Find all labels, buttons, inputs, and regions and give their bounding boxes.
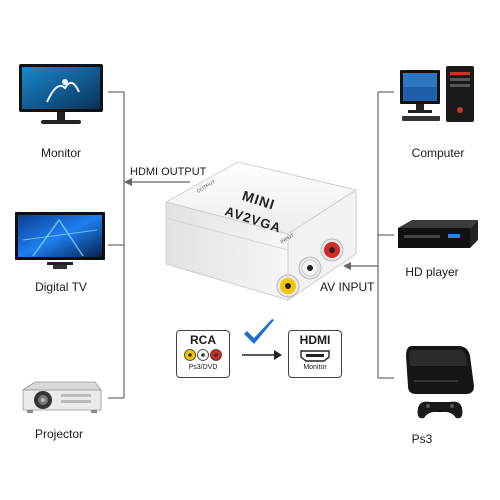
av-input-label: AV INPUT: [320, 280, 375, 294]
monitor-label: Monitor: [40, 146, 82, 160]
hdmi-title: HDMI: [299, 333, 331, 347]
projector-label: Projector: [34, 427, 84, 441]
computer-label: Computer: [411, 146, 465, 160]
projector-icon: [21, 381, 102, 413]
ps3-device: [398, 342, 482, 424]
rca-jacks: [276, 238, 344, 298]
hd-player-device: [394, 218, 480, 254]
computer-tower-icon: [400, 66, 474, 122]
hdmi-box: HDMI Monitor: [288, 330, 342, 378]
monitor-icon: [19, 64, 103, 124]
digital-tv-label: Digital TV: [35, 280, 87, 294]
hd-player-icon: [398, 220, 478, 248]
rca-box: RCA Ps3/DVD: [176, 330, 230, 378]
hdmi-output-label: HDMI OUTPUT: [130, 166, 207, 178]
rca-plugs-icon: [184, 349, 222, 361]
hd-player-label: HD player: [405, 265, 459, 279]
hdmi-sub: Monitor: [303, 364, 327, 371]
rca-title: RCA: [190, 333, 216, 347]
hdmi-port-icon: [300, 350, 330, 362]
tv-device: [13, 210, 107, 272]
projector-device: [17, 374, 105, 418]
arrow-right-icon: [242, 350, 282, 360]
rca-sub: Ps3/DVD: [188, 364, 218, 371]
ps3-label: Ps3: [411, 432, 433, 446]
converter-box: MINI AV2VGA OUTPUT INPUT: [150, 156, 380, 306]
checkmark-icon: [244, 319, 274, 344]
computer-device: [398, 62, 478, 124]
ps3-console-icon: [406, 346, 474, 419]
monitor-device: [17, 62, 105, 128]
tv-icon: [15, 212, 105, 269]
